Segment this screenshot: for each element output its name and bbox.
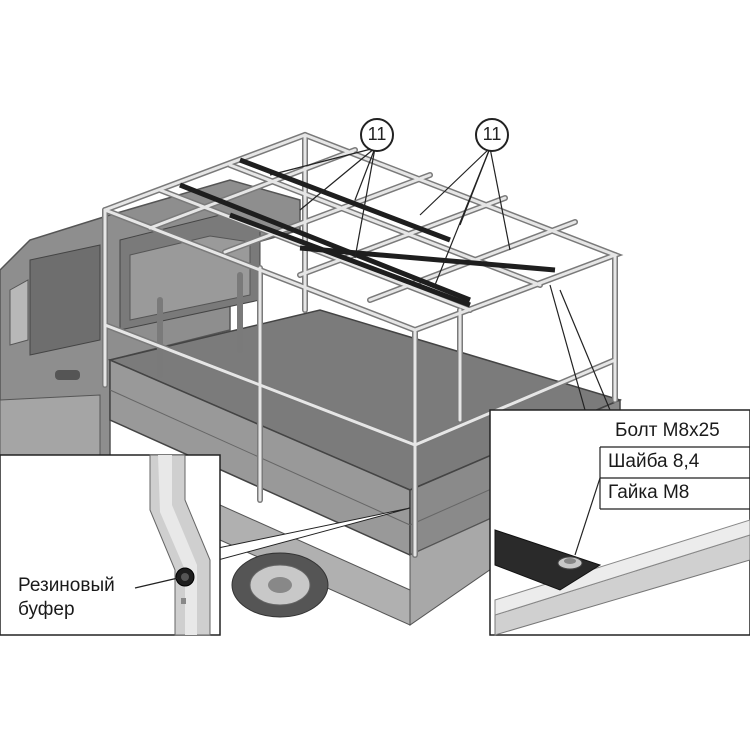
inset-bolt-detail [489, 409, 750, 636]
label-rubber-buffer-line1: Резиновый [18, 575, 115, 596]
callout-11-left: 11 [360, 118, 394, 152]
rear-wheel [231, 552, 329, 618]
roof-strips [179, 157, 556, 308]
label-rubber-buffer-line2: буфер [18, 599, 75, 620]
callout-leaders [217, 147, 611, 561]
label-bolt: Болт М8х25 [615, 420, 720, 441]
awning-frame-highlight [103, 133, 620, 557]
label-washer: Шайба 8,4 [608, 451, 700, 472]
callout-11-right: 11 [475, 118, 509, 152]
inset-rubber-buffer [0, 454, 221, 636]
label-nut: Гайка М8 [608, 482, 690, 503]
